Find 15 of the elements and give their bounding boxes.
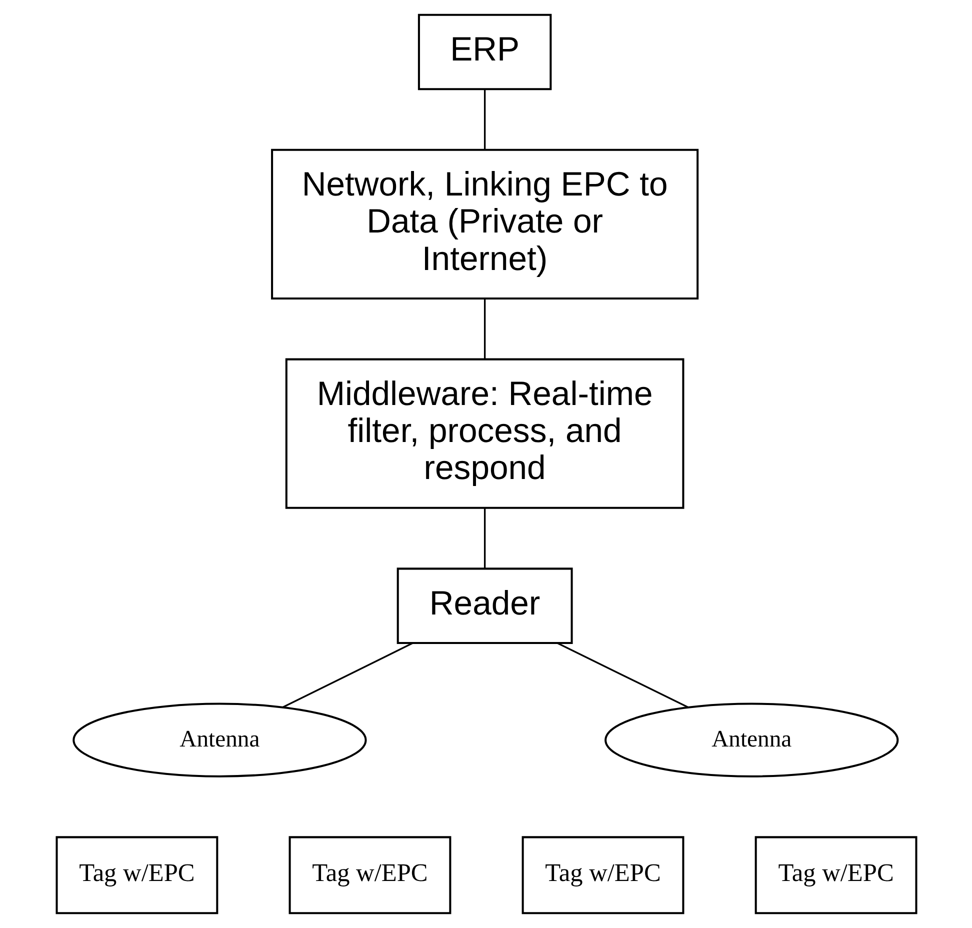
node-ellipse: Antenna bbox=[604, 702, 898, 778]
connector bbox=[282, 642, 412, 708]
connector bbox=[483, 508, 486, 569]
node-ellipse: Antenna bbox=[72, 702, 366, 778]
connector bbox=[483, 90, 486, 150]
node-box: Reader bbox=[396, 568, 572, 644]
connector bbox=[483, 298, 486, 360]
node-box: Middleware: Real-time filter, process, and respond bbox=[284, 358, 684, 509]
node-box: Tag w/EPC bbox=[754, 836, 917, 914]
node-box: Tag w/EPC bbox=[55, 836, 218, 914]
node-box: Tag w/EPC bbox=[521, 836, 684, 914]
node-box: Network, Linking EPC to Data (Private or Internet) bbox=[270, 148, 698, 300]
connector bbox=[556, 642, 688, 708]
node-box: ERP bbox=[417, 14, 552, 90]
node-box: Tag w/EPC bbox=[288, 836, 451, 914]
